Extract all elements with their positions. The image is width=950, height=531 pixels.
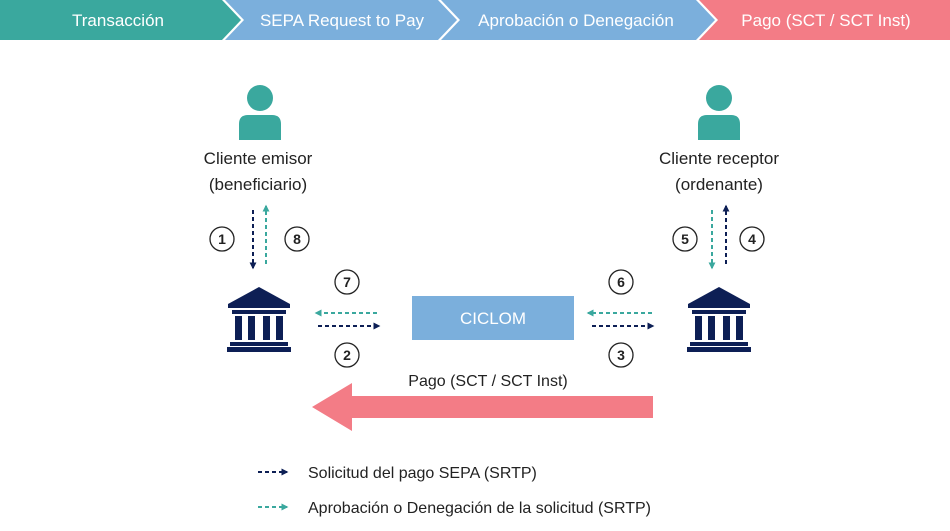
stage-chevron-approval-denial bbox=[441, 0, 715, 40]
step-badge-7: 7 bbox=[334, 269, 360, 295]
legend-response-label: Aprobación o Denegación de la solicitud … bbox=[308, 500, 651, 517]
process-stages-banner: Transacción SEPA Request to Pay Aprobaci… bbox=[0, 0, 950, 40]
stage-label-request-to-pay: SEPA Request to Pay bbox=[260, 11, 425, 30]
step-number-4: 4 bbox=[748, 231, 756, 247]
stage-label-payment: Pago (SCT / SCT Inst) bbox=[741, 11, 910, 30]
step-number-3: 3 bbox=[617, 347, 625, 363]
step-number-2: 2 bbox=[343, 347, 351, 363]
stage-approval-denial: Aprobación o Denegación bbox=[441, 0, 715, 40]
stage-payment: Pago (SCT / SCT Inst) bbox=[699, 0, 950, 40]
payer-client-name: Cliente emisor bbox=[204, 149, 313, 168]
stage-chevron-payment bbox=[699, 0, 950, 40]
step-badge-6: 6 bbox=[608, 269, 634, 295]
payer-person-icon bbox=[239, 85, 281, 140]
ciclom-box bbox=[412, 296, 574, 340]
step-number-5: 5 bbox=[681, 231, 689, 247]
legend: Solicitud del pago SEPA (SRTP) Aprobació… bbox=[258, 465, 651, 517]
payee-client-role: (ordenante) bbox=[675, 175, 763, 194]
stage-chevron-request-to-pay bbox=[225, 0, 457, 40]
stage-label-transaction: Transacción bbox=[72, 11, 164, 30]
stage-chevron-transaction bbox=[0, 0, 241, 40]
payee-bank-icon bbox=[687, 287, 751, 352]
payer-bank-icon bbox=[227, 287, 291, 352]
payer-client-role: (beneficiario) bbox=[209, 175, 307, 194]
step-number-8: 8 bbox=[293, 231, 301, 247]
stage-request-to-pay: SEPA Request to Pay bbox=[225, 0, 457, 40]
legend-request-label: Solicitud del pago SEPA (SRTP) bbox=[308, 465, 537, 482]
step-badge-5: 5 bbox=[672, 226, 698, 252]
step-number-1: 1 bbox=[218, 231, 226, 247]
step-badge-2: 2 bbox=[334, 342, 360, 368]
stage-transaction: Transacción bbox=[0, 0, 241, 40]
step-badge-1: 1 bbox=[209, 226, 235, 252]
stage-label-approval-denial: Aprobación o Denegación bbox=[478, 11, 674, 30]
step-badge-4: 4 bbox=[739, 226, 765, 252]
step-badge-8: 8 bbox=[284, 226, 310, 252]
ciclom-label: CICLOM bbox=[460, 309, 526, 328]
step-number-6: 6 bbox=[617, 274, 625, 290]
payee-person-icon bbox=[698, 85, 740, 140]
payment-label: Pago (SCT / SCT Inst) bbox=[408, 373, 567, 390]
payment-arrow bbox=[312, 383, 653, 431]
step-number-7: 7 bbox=[343, 274, 351, 290]
payee-client-name: Cliente receptor bbox=[659, 149, 779, 168]
step-badge-3: 3 bbox=[608, 342, 634, 368]
